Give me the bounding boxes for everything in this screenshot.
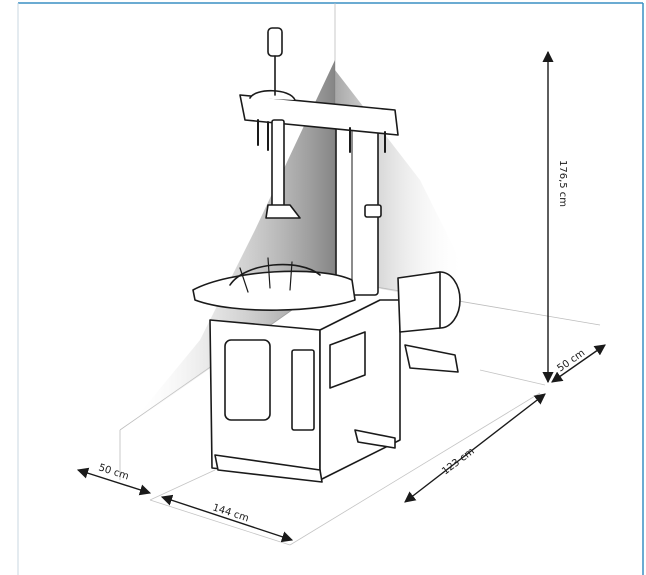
depth-left-arrow bbox=[76, 467, 152, 496]
depth-right-arrow bbox=[551, 344, 606, 383]
length-front-arrow bbox=[160, 494, 294, 543]
tire-changer-machine-icon bbox=[192, 27, 461, 483]
width-right-arrow bbox=[404, 393, 546, 503]
height-label: 176,5 cm bbox=[557, 160, 568, 207]
dimension-arrows bbox=[76, 50, 606, 543]
depth-left-label: 50 cm bbox=[97, 462, 130, 482]
